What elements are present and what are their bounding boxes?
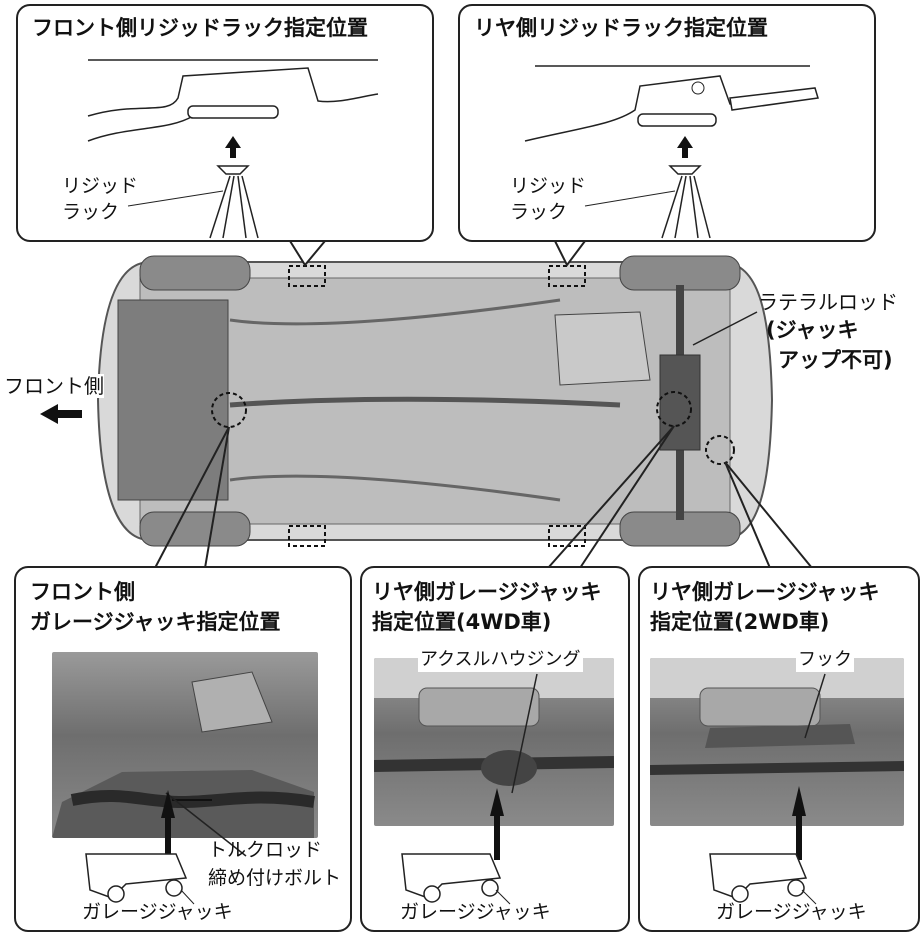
rear-2wd-title-line2: 指定位置(2WD車): [650, 610, 830, 634]
axle-housing-label: アクスルハウジング: [418, 648, 583, 672]
front-subframe-photo: [52, 652, 318, 838]
front-rack-illustration: [87, 59, 379, 239]
lateral-rod-label: ラテラルロッド: [758, 290, 898, 314]
rear-2wd-jack-callout: リヤ側ガレージジャッキ 指定位置(2WD車) フック ガレージジャッキ: [638, 566, 920, 932]
front-jack-label: ガレージジャッキ: [82, 901, 233, 923]
front-rack-label-line1: リジッド: [62, 175, 139, 197]
torque-rod-label-line2: 締め付けボルト: [208, 867, 342, 889]
hook-label: フック: [796, 648, 854, 672]
rear-4wd-title-line2: 指定位置(4WD車): [372, 610, 552, 634]
torque-rod-label-line1: トルクロッド: [208, 839, 323, 861]
rear-4wd-jack-illustration: [401, 673, 538, 905]
rear-rack-illustration: [524, 65, 819, 239]
front-direction-label: フロント側: [4, 374, 104, 398]
car-underbody: [96, 255, 774, 547]
rear-rack-label-line1: リジッド: [510, 175, 587, 197]
rear-2wd-title-line1: リヤ側ガレージジャッキ: [650, 580, 880, 604]
front-rigid-rack-callout: フロント側リジッドラック指定位置 リジッド ラック: [16, 4, 434, 242]
front-rack-label-line2: ラック: [62, 201, 120, 223]
front-direction-arrow: [40, 404, 82, 424]
rear-4wd-title-line1: リヤ側ガレージジャッキ: [372, 580, 602, 604]
front-garage-jack-title-line2: ガレージジャッキ指定位置: [30, 610, 281, 634]
front-jack-illustration: [85, 790, 247, 905]
front-rigid-rack-title: フロント側リジッドラック指定位置: [32, 16, 368, 40]
rear-2wd-jack-label: ガレージジャッキ: [716, 901, 867, 923]
lateral-rod-leader: [692, 311, 758, 346]
rear-4wd-leader: [547, 425, 675, 569]
rear-rigid-rack-callout: リヤ側リジッドラック指定位置 リジッド ラック: [458, 4, 876, 242]
rear-rigid-rack-title: リヤ側リジッドラック指定位置: [474, 16, 768, 40]
front-rack-pointer: [289, 240, 326, 267]
rear-rack-label-line2: ラック: [510, 201, 568, 223]
rear-4wd-jack-callout: リヤ側ガレージジャッキ 指定位置(4WD車) アクスルハウジング ガレージジャッ…: [360, 566, 630, 932]
no-jack-label-line1: (ジャッキ: [766, 318, 859, 342]
rear-rack-pointer: [554, 240, 586, 267]
front-jack-leader: [154, 426, 230, 569]
rear-2wd-beam-photo: [650, 658, 904, 826]
rear-4wd-jack-label: ガレージジャッキ: [400, 901, 551, 923]
front-garage-jack-title-line1: フロント側: [30, 580, 135, 604]
rear-2wd-leader: [724, 461, 771, 569]
rear-2wd-jack-illustration: [709, 673, 826, 905]
no-jack-label-line2: アップ不可): [778, 348, 893, 372]
front-garage-jack-callout: フロント側 ガレージジャッキ指定位置 トルクロッド 締め付けボルト ガレージジャ…: [14, 566, 352, 932]
